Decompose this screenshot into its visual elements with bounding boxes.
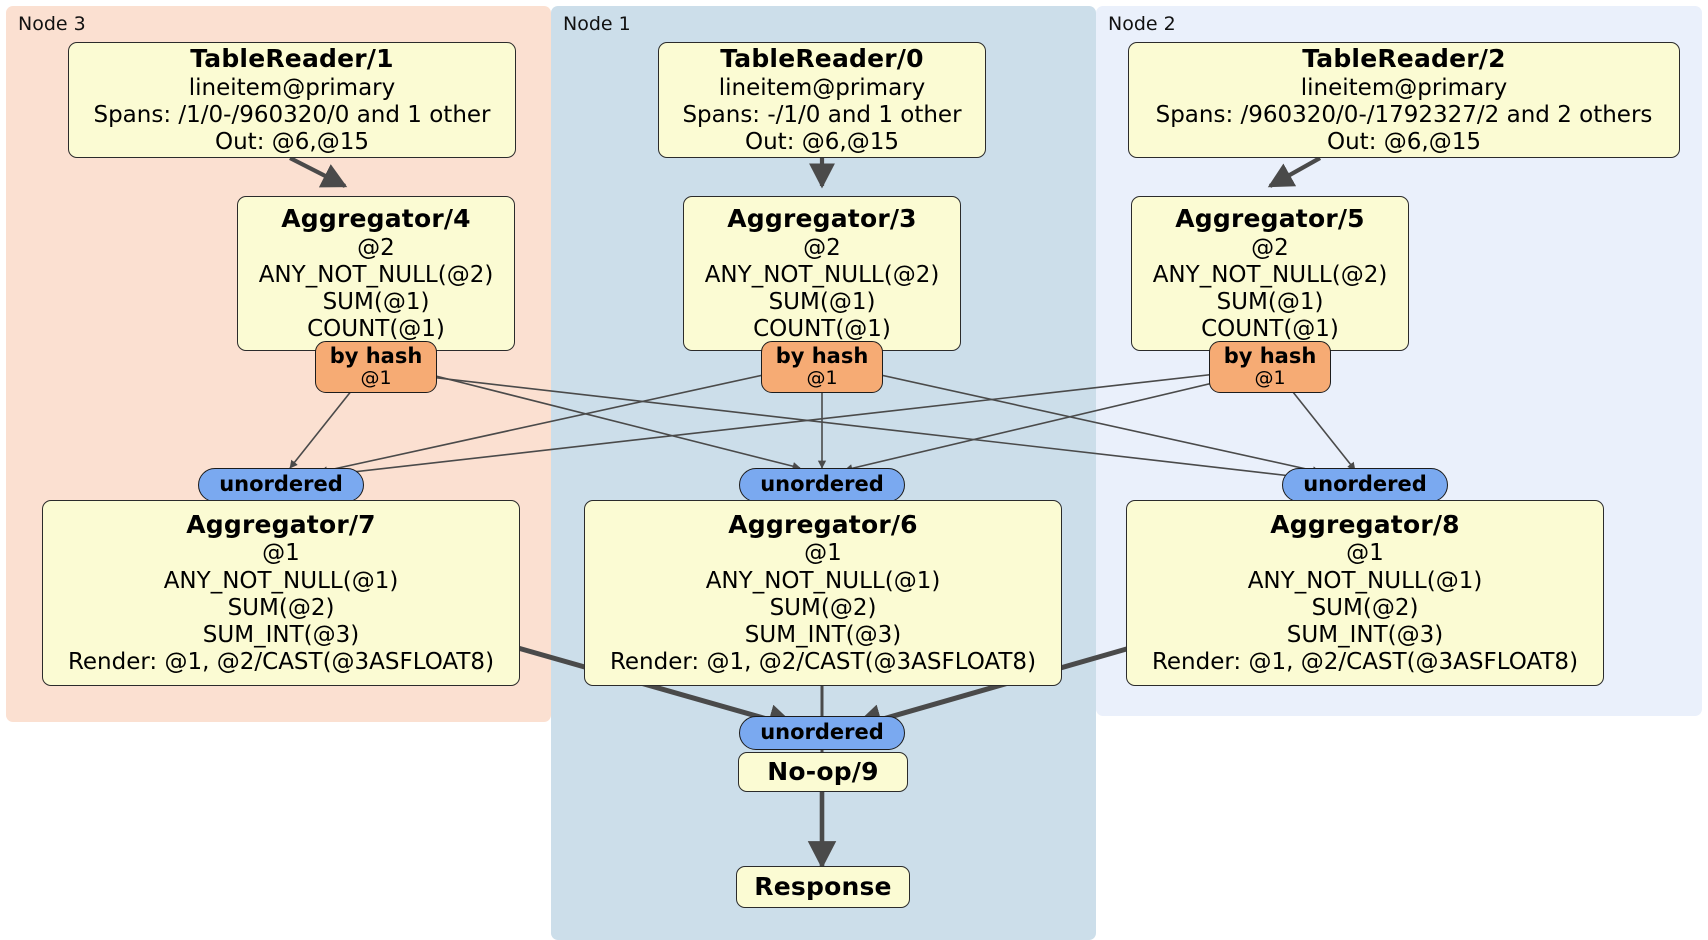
processor-agg-func: COUNT(@1): [753, 315, 891, 342]
processor-box-aggregator-7[interactable]: Aggregator/7 @1 ANY_NOT_NULL(@1) SUM(@2)…: [42, 500, 520, 686]
hash-router-label: by hash: [329, 344, 423, 368]
processor-agg-func: COUNT(@1): [307, 315, 445, 342]
hash-router-node-3[interactable]: by hash @1: [315, 341, 437, 393]
processor-agg-func: ANY_NOT_NULL(@2): [704, 261, 940, 288]
processor-render: Render: @1, @2/CAST(@3ASFLOAT8): [67, 648, 495, 675]
processor-agg-func: ANY_NOT_NULL(@1): [1247, 567, 1483, 594]
synchronizer-label: unordered: [760, 472, 884, 497]
processor-group-cols: @2: [357, 234, 395, 261]
hash-router-node-2[interactable]: by hash @1: [1209, 341, 1331, 393]
processor-title: TableReader/2: [1302, 44, 1506, 74]
synchronizer-label: unordered: [760, 720, 884, 745]
processor-table: lineitem@primary: [188, 74, 396, 101]
processor-group-cols: @1: [262, 540, 300, 567]
processor-box-no-op-9[interactable]: No-op/9: [738, 752, 908, 792]
processor-spans: Spans: -/1/0 and 1 other: [682, 101, 962, 128]
processor-title: Aggregator/7: [186, 509, 376, 539]
processor-agg-func: SUM_INT(@3): [744, 621, 902, 648]
processor-title: Response: [754, 871, 892, 901]
processor-box-aggregator-5[interactable]: Aggregator/5 @2 ANY_NOT_NULL(@2) SUM(@1)…: [1131, 196, 1409, 351]
processor-group-cols: @1: [1346, 540, 1384, 567]
processor-group-cols: @2: [1251, 234, 1289, 261]
processor-title: Aggregator/8: [1270, 509, 1460, 539]
processor-box-tablereader-1[interactable]: TableReader/1 lineitem@primary Spans: /1…: [68, 42, 516, 158]
processor-render: Render: @1, @2/CAST(@3ASFLOAT8): [1151, 648, 1579, 675]
processor-title: Aggregator/5: [1175, 204, 1365, 233]
processor-table: lineitem@primary: [1300, 74, 1508, 101]
hash-router-label: by hash: [775, 344, 869, 368]
processor-render: Render: @1, @2/CAST(@3ASFLOAT8): [609, 648, 1037, 675]
processor-box-response[interactable]: Response: [736, 866, 910, 908]
processor-title: TableReader/0: [720, 44, 924, 74]
processor-group-cols: @1: [804, 540, 842, 567]
processor-agg-func: SUM(@1): [768, 288, 876, 315]
hash-router-label: by hash: [1223, 344, 1317, 368]
processor-box-tablereader-0[interactable]: TableReader/0 lineitem@primary Spans: -/…: [658, 42, 986, 158]
node-panel-label: Node 3: [18, 13, 86, 35]
processor-agg-func: SUM_INT(@3): [202, 621, 360, 648]
hash-router-key: @1: [360, 367, 392, 390]
hash-router-key: @1: [1254, 367, 1286, 390]
processor-out: Out: @6,@15: [745, 128, 899, 155]
node-panel-label: Node 1: [563, 13, 631, 35]
processor-agg-func: SUM(@2): [769, 594, 877, 621]
processor-title: TableReader/1: [190, 44, 394, 74]
processor-box-tablereader-2[interactable]: TableReader/2 lineitem@primary Spans: /9…: [1128, 42, 1680, 158]
processor-group-cols: @2: [803, 234, 841, 261]
hash-router-key: @1: [806, 367, 838, 390]
unordered-synchronizer-node-3[interactable]: unordered: [198, 468, 364, 502]
processor-spans: Spans: /960320/0-/1792327/2 and 2 others: [1155, 101, 1653, 128]
node-panel-label: Node 2: [1108, 13, 1176, 35]
processor-agg-func: SUM_INT(@3): [1286, 621, 1444, 648]
processor-agg-func: SUM(@2): [1311, 594, 1419, 621]
processor-agg-func: ANY_NOT_NULL(@1): [163, 567, 399, 594]
unordered-synchronizer-final[interactable]: unordered: [739, 716, 905, 750]
processor-agg-func: SUM(@1): [322, 288, 430, 315]
processor-box-aggregator-8[interactable]: Aggregator/8 @1 ANY_NOT_NULL(@1) SUM(@2)…: [1126, 500, 1604, 686]
processor-box-aggregator-3[interactable]: Aggregator/3 @2 ANY_NOT_NULL(@2) SUM(@1)…: [683, 196, 961, 351]
processor-agg-func: SUM(@2): [227, 594, 335, 621]
processor-agg-func: ANY_NOT_NULL(@2): [258, 261, 494, 288]
synchronizer-label: unordered: [219, 472, 343, 497]
processor-box-aggregator-6[interactable]: Aggregator/6 @1 ANY_NOT_NULL(@1) SUM(@2)…: [584, 500, 1062, 686]
processor-title: No-op/9: [767, 756, 879, 786]
processor-out: Out: @6,@15: [215, 128, 369, 155]
processor-agg-func: ANY_NOT_NULL(@1): [705, 567, 941, 594]
processor-box-aggregator-4[interactable]: Aggregator/4 @2 ANY_NOT_NULL(@2) SUM(@1)…: [237, 196, 515, 351]
processor-title: Aggregator/6: [728, 509, 918, 539]
unordered-synchronizer-node-1[interactable]: unordered: [739, 468, 905, 502]
processor-agg-func: COUNT(@1): [1201, 315, 1339, 342]
processor-title: Aggregator/3: [727, 204, 917, 233]
processor-table: lineitem@primary: [718, 74, 926, 101]
processor-agg-func: ANY_NOT_NULL(@2): [1152, 261, 1388, 288]
unordered-synchronizer-node-2[interactable]: unordered: [1282, 468, 1448, 502]
processor-title: Aggregator/4: [281, 204, 471, 233]
processor-spans: Spans: /1/0-/960320/0 and 1 other: [93, 101, 491, 128]
processor-agg-func: SUM(@1): [1216, 288, 1324, 315]
synchronizer-label: unordered: [1303, 472, 1427, 497]
processor-out: Out: @6,@15: [1327, 128, 1481, 155]
hash-router-node-1[interactable]: by hash @1: [761, 341, 883, 393]
